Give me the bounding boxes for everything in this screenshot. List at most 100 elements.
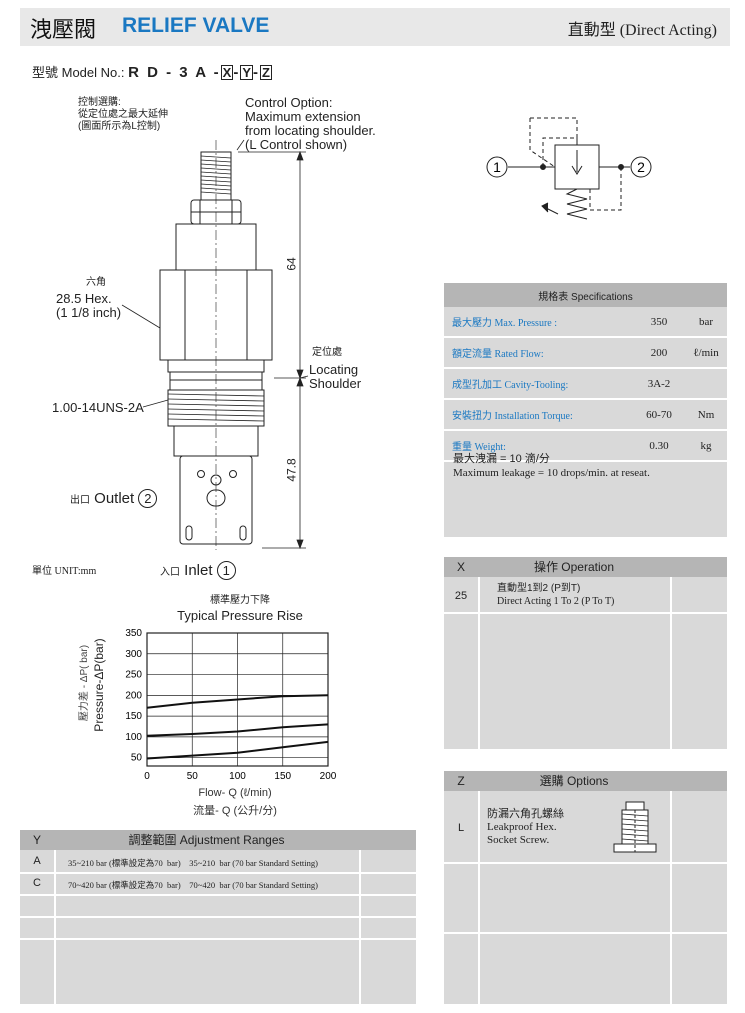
chart-xlabel: Flow- Q (ℓ/min) (198, 787, 272, 799)
symbol-port-1: 1 (493, 159, 501, 175)
chart-ytick-label: 300 (125, 649, 142, 660)
model-number: 型號 Model No.: R D - 3 A -X-Y-Z (32, 62, 272, 81)
hex-label-zh: 六角 (86, 277, 106, 288)
model-dash-1: - (233, 64, 241, 81)
model-dash-2: - (253, 64, 261, 81)
unit-label: 單位 UNIT:mm (32, 566, 97, 577)
control-en-line-1: Control Option: (245, 95, 333, 110)
spec-value: 200 (633, 337, 685, 369)
options-row-divider (444, 862, 727, 864)
outlet-label: 出口 Outlet 2 (70, 489, 158, 508)
adjust-key: Y (32, 833, 41, 847)
inlet-port-number: 1 (216, 561, 236, 580)
chart-ytick-label: 250 (125, 670, 142, 681)
locating-label-en: Locating Shoulder (309, 363, 361, 391)
options-title: 選購 Options (539, 774, 609, 788)
hex-line-1: 28.5 Hex. (56, 291, 112, 306)
thread-label: 1.00-14UNS-2A (52, 400, 144, 415)
chart-ylabel: Pressure-ΔP(bar) (92, 638, 106, 732)
chart-series-line (146, 694, 329, 709)
options-desc: 防漏六角孔螺絲 Leakproof Hex. Socket Screw. (487, 808, 564, 847)
page-title-en: RELIEF VALVE (122, 14, 270, 37)
spec-value: 0.30 (633, 430, 685, 462)
hex-socket-screw-icon (613, 801, 657, 853)
operation-header (444, 557, 727, 577)
control-zh-line-2: 從定位處之最大延伸 (78, 109, 168, 120)
operation-panel (444, 557, 727, 749)
spec-unit: Nm (685, 399, 727, 431)
outlet-zh: 出口 (70, 495, 90, 506)
dimension-64: 64 (284, 257, 299, 271)
chart-xtick-label: 100 (229, 771, 246, 782)
specs-title: 規格表 Specifications (444, 283, 727, 307)
adjust-header (20, 830, 416, 850)
model-x-box: X (220, 65, 234, 80)
specs-table: 規格表 Specifications 最大壓力 Max. Pressure : … (444, 283, 727, 462)
control-en-line-3: from locating shoulder. (245, 123, 376, 138)
chart-xtick-label: 200 (320, 771, 337, 782)
spec-row: 安裝扭力 Installation Torque: 60-70 Nm (444, 399, 727, 431)
leakage-note-en: Maximum leakage = 10 drops/min. at resea… (453, 467, 650, 479)
chart-ytick-label: 200 (125, 690, 142, 701)
chart-title: Typical Pressure Rise (177, 608, 303, 623)
hex-label-en: 28.5 Hex. (1 1/8 inch) (56, 292, 121, 320)
control-option-en: Control Option: Maximum extension from l… (245, 96, 376, 152)
chart-ytick-label: 350 (125, 628, 142, 639)
model-y-box: Y (240, 65, 254, 80)
chart-ytick-label: 50 (131, 753, 143, 764)
inlet-label: 入口 Inlet 1 (160, 561, 236, 580)
symbol-port-2: 2 (637, 159, 645, 175)
inlet-zh: 入口 (160, 567, 180, 578)
model-code: R D - 3 A - (128, 64, 221, 81)
adjust-range: 35~210 bar (標準設定為70 bar) 35~210 bar (70 … (68, 858, 318, 868)
page-title-zh: 洩壓閥 (30, 17, 97, 42)
spec-value: 3A-2 (633, 368, 685, 400)
operation-desc-zh: 直動型1到2 (P到T) (497, 583, 581, 594)
spec-unit: bar (685, 307, 727, 338)
header-bar (20, 8, 730, 46)
adjust-divider (359, 850, 361, 1004)
locating-line-1: Locating (309, 362, 359, 377)
leakage-note: 最大洩漏 = 10 滴/分 Maximum leakage = 10 drops… (453, 452, 650, 480)
spec-label: 成型孔加工 Cavity-Tooling: (444, 368, 633, 400)
chart-xlabel-zh: 流量- Q (公升/分) (193, 805, 277, 817)
spec-row: 重量 Weight: 0.30 kg (444, 430, 727, 462)
spec-label: 額定流量 Rated Flow: (444, 337, 633, 369)
chart-series-line (146, 740, 329, 760)
options-desc-zh: 防漏六角孔螺絲 (487, 808, 564, 820)
locating-label-zh: 定位處 (312, 347, 342, 358)
hydraulic-symbol: 1 2 (486, 117, 652, 220)
options-panel (444, 771, 727, 1004)
chart-ylabel-zh: 壓力差 - ΔP( bar) (79, 644, 90, 722)
options-desc-en-1: Leakproof Hex. (487, 821, 557, 833)
chart-xtick-label: 150 (274, 771, 291, 782)
operation-title: 操作 Operation (533, 560, 615, 574)
options-header (444, 771, 727, 791)
adjust-row-divider (20, 938, 416, 940)
operation-code: 25 (454, 590, 468, 602)
adjust-title: 調整範圍 Adjustment Ranges (128, 833, 285, 847)
spec-label: 最大壓力 Max. Pressure : (444, 307, 633, 338)
chart-title-zh: 標準壓力下降 (210, 595, 270, 606)
control-zh-line-1: 控制選購: (78, 97, 121, 108)
outlet-en: Outlet (94, 490, 135, 507)
adjust-divider (54, 850, 56, 1004)
valve-type-zh: 直動型 (567, 20, 616, 39)
adjust-code: A (33, 855, 41, 867)
options-divider (670, 791, 672, 1004)
chart-xtick-label: 0 (144, 771, 150, 782)
operation-desc: 直動型1到2 (P到T) Direct Acting 1 To 2 (P To … (497, 582, 614, 608)
leakage-note-zh: 最大洩漏 = 10 滴/分 (453, 453, 550, 465)
inlet-en: Inlet (184, 562, 213, 579)
chart-ytick-label: 150 (125, 711, 142, 722)
control-en-line-2: Maximum extension (245, 109, 361, 124)
chart-xtick-label: 50 (187, 771, 199, 782)
adjust-row-divider (20, 916, 416, 918)
spec-row: 最大壓力 Max. Pressure : 350 bar (444, 307, 727, 338)
spec-row: 成型孔加工 Cavity-Tooling: 3A-2 (444, 368, 727, 400)
locating-line-2: Shoulder (309, 376, 362, 391)
chart-series-line (146, 723, 329, 737)
spec-unit: kg (685, 430, 727, 462)
options-row-divider (444, 932, 727, 934)
